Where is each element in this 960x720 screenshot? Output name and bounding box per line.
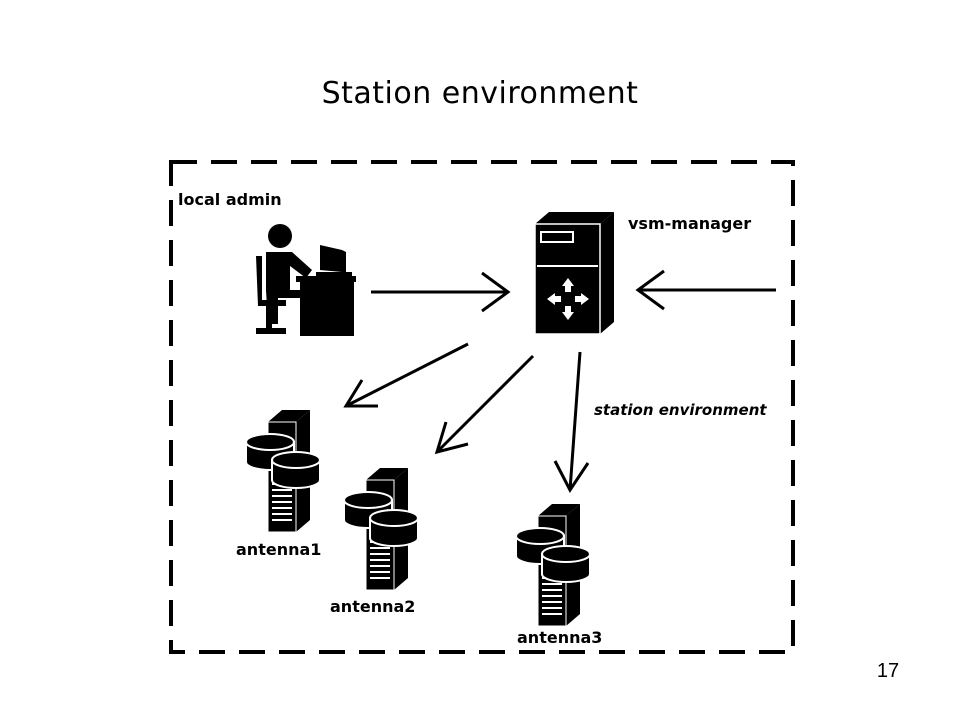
vsm-manager-label: vsm-manager: [628, 214, 751, 233]
antenna3-database-server-icon: [515, 503, 591, 627]
antenna1-database-server-icon: [245, 409, 321, 533]
antenna1-label: antenna1: [236, 540, 321, 559]
slide-title: Station environment: [321, 76, 639, 111]
arrow-external-to-manager: [635, 269, 776, 311]
antenna3-label: antenna3: [517, 628, 602, 647]
antenna2-database-server-icon: [343, 467, 419, 591]
antenna2-label: antenna2: [330, 597, 415, 616]
local-admin-label: local admin: [178, 190, 282, 209]
server-router-icon: [534, 212, 614, 335]
station-boundary: [169, 160, 795, 654]
arrow-manager-to-antenna1: [343, 342, 469, 408]
admin-workstation-icon: [256, 224, 356, 336]
station-environment-label: station environment: [594, 401, 767, 419]
page-number: 17: [876, 660, 900, 682]
arrow-admin-to-manager: [371, 271, 511, 313]
arrow-manager-to-antenna3: [553, 351, 590, 493]
arrow-manager-to-antenna2: [434, 354, 535, 455]
